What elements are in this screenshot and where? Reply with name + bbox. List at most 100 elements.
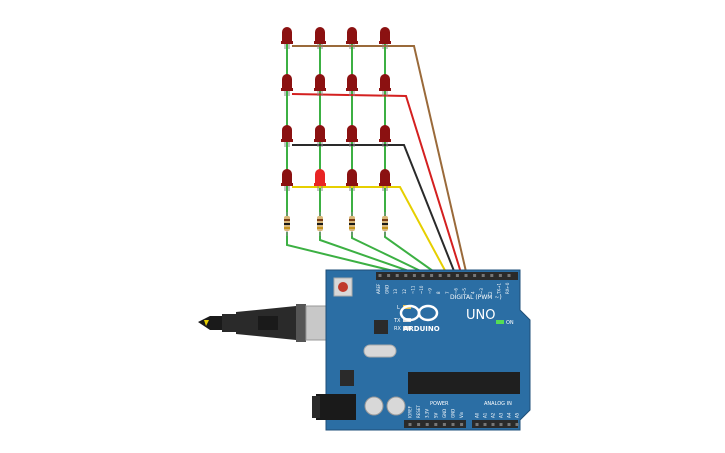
pin-label: GND <box>385 285 390 294</box>
header-pin[interactable] <box>491 423 495 426</box>
header-pin[interactable] <box>434 423 438 426</box>
pin-label: RX←0 <box>505 282 510 294</box>
header-pin[interactable] <box>438 274 442 277</box>
header-pin[interactable] <box>455 274 459 277</box>
resistor[interactable] <box>382 212 388 236</box>
header-pin[interactable] <box>464 274 468 277</box>
led[interactable] <box>379 27 391 49</box>
pin-label: TX→1 <box>496 282 501 295</box>
header-pin[interactable] <box>451 423 455 426</box>
header-pin[interactable] <box>475 423 479 426</box>
wire-row-3-black[interactable] <box>292 144 457 277</box>
rx-label: RX <box>394 326 401 332</box>
header-pin[interactable] <box>412 274 416 277</box>
led[interactable] <box>346 74 358 96</box>
led[interactable] <box>314 169 326 191</box>
led[interactable] <box>379 125 391 147</box>
wire-row-4-yellow[interactable] <box>292 186 449 277</box>
pin-label: 7 <box>445 291 450 294</box>
wires-layer <box>286 43 468 277</box>
wire-column-3[interactable] <box>351 232 432 277</box>
pin-label: 13 <box>393 288 398 294</box>
wire-column-4[interactable] <box>384 232 441 277</box>
resistor[interactable] <box>349 212 355 236</box>
header-pin[interactable] <box>430 274 434 277</box>
dc-jack-icon[interactable] <box>312 394 356 420</box>
led[interactable] <box>379 169 391 191</box>
header-pin[interactable] <box>499 423 503 426</box>
header-pin[interactable] <box>473 274 477 277</box>
header-pin[interactable] <box>421 274 425 277</box>
arduino-board[interactable]: DIGITAL (PWM ~) ARDUINO UNO ON L TX RX P… <box>312 269 531 431</box>
pin-label: A5 <box>515 412 520 418</box>
on-label: ON <box>506 320 514 326</box>
pin-label: RESET <box>416 405 421 418</box>
header-pin[interactable] <box>442 423 446 426</box>
led[interactable] <box>314 125 326 147</box>
wire-row-1-brown[interactable] <box>292 45 468 277</box>
header-pin[interactable] <box>490 274 494 277</box>
header-pin[interactable] <box>395 274 399 277</box>
header-pin[interactable] <box>387 274 391 277</box>
pin-label: IOREF <box>408 405 413 418</box>
l-label: L <box>397 305 400 311</box>
header-pin[interactable] <box>507 423 511 426</box>
digital-label: DIGITAL (PWM ~) <box>450 294 502 301</box>
header-pin[interactable] <box>507 274 511 277</box>
pin-label: 8 <box>436 291 441 294</box>
pin-label: 5V <box>433 412 438 418</box>
led[interactable] <box>281 125 293 147</box>
header-pin[interactable] <box>417 423 421 426</box>
pin-label: 4 <box>471 291 476 294</box>
tx-label: TX <box>393 318 401 324</box>
digital-header[interactable] <box>376 272 518 280</box>
capacitor-2 <box>386 396 406 416</box>
led-on <box>496 320 504 324</box>
header-pin[interactable] <box>483 423 487 426</box>
reset-button-icon[interactable] <box>333 277 353 297</box>
header-pin[interactable] <box>447 274 451 277</box>
led[interactable] <box>346 27 358 49</box>
usb-cable-icon[interactable] <box>198 304 335 342</box>
header-pin[interactable] <box>408 423 412 426</box>
header-pin[interactable] <box>460 423 464 426</box>
usb-chip <box>374 320 388 334</box>
pin-label: AREF <box>376 283 381 294</box>
pin-label: ~10 <box>419 285 424 294</box>
wire-row-2-red[interactable] <box>291 93 463 277</box>
pin-label: ~9 <box>428 288 433 294</box>
regulator <box>340 370 354 386</box>
header-pin[interactable] <box>515 423 519 426</box>
led-matrix <box>281 27 391 191</box>
analog-label: ANALOG IN <box>484 401 512 407</box>
header-pin[interactable] <box>425 423 429 426</box>
pin-label: Vin <box>459 411 464 418</box>
header-pin[interactable] <box>498 274 502 277</box>
led[interactable] <box>314 27 326 49</box>
power-label: POWER <box>430 401 449 407</box>
header-pin[interactable] <box>404 274 408 277</box>
led[interactable] <box>379 74 391 96</box>
header-pin[interactable] <box>481 274 485 277</box>
pin-label: 12 <box>402 288 407 294</box>
resistor[interactable] <box>317 212 323 236</box>
brand-label: ARDUINO <box>403 325 440 333</box>
wire-column-1[interactable] <box>286 232 415 277</box>
resistor[interactable] <box>284 212 290 236</box>
analog-header[interactable] <box>472 420 518 428</box>
led[interactable] <box>281 27 293 49</box>
resistor-row <box>284 212 388 236</box>
pin-label: A3 <box>499 412 504 418</box>
header-pin[interactable] <box>378 274 382 277</box>
led[interactable] <box>314 74 326 96</box>
pin-label: ~3 <box>479 288 484 294</box>
led[interactable] <box>281 169 293 191</box>
microcontroller-chip <box>408 372 520 394</box>
led[interactable] <box>281 74 293 96</box>
led[interactable] <box>346 125 358 147</box>
led[interactable] <box>346 169 358 191</box>
